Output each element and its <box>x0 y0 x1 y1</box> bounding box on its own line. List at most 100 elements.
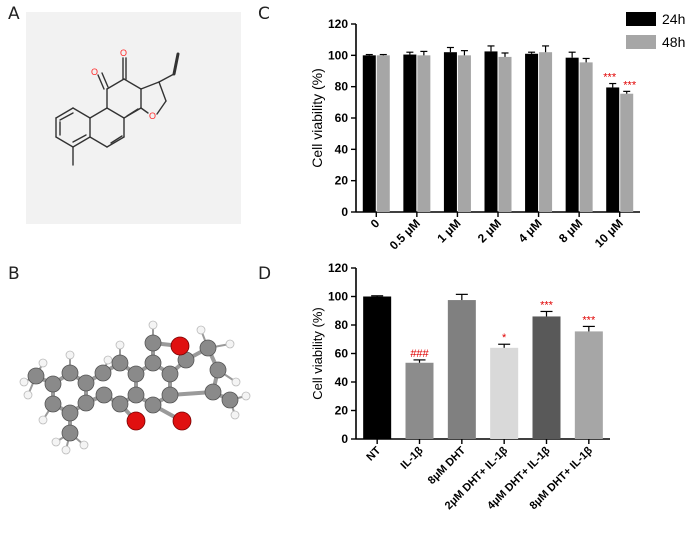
y-tick-label: 0 <box>341 432 348 446</box>
oxygen-atom-label: O <box>149 111 156 121</box>
x-tick-label: 0.5 μM <box>387 216 423 252</box>
bar-48h <box>579 62 593 213</box>
legend-swatch-48h <box>626 35 656 49</box>
x-tick-label: 1 μM <box>434 216 463 245</box>
bar-24h <box>403 54 417 212</box>
bar <box>363 296 392 439</box>
hydrogen-atom <box>61 445 71 455</box>
bar <box>532 316 561 439</box>
hydrogen-atom <box>38 358 48 368</box>
bar-24h <box>484 51 498 212</box>
panel-c-letter: C <box>258 4 270 24</box>
bar-48h <box>417 55 431 213</box>
y-tick-label: 20 <box>335 174 349 188</box>
legend-swatch-24h <box>626 12 656 26</box>
hydrogen-atom <box>241 391 251 401</box>
bar-24h <box>606 87 620 212</box>
carbon-atom <box>77 394 95 412</box>
carbon-atom <box>61 424 79 442</box>
oxygen-atom-label: O <box>91 67 98 77</box>
hydrogen-atom <box>231 377 241 387</box>
carbon-atom <box>161 386 179 404</box>
hydrogen-atom <box>225 339 235 349</box>
x-tick-label: 8μM DHT <box>426 444 468 486</box>
oxygen-atom <box>172 411 192 431</box>
y-tick-label: 0 <box>341 205 348 219</box>
carbon-atom <box>127 386 145 404</box>
y-axis-label: Cell viability (%) <box>310 307 325 399</box>
bar-48h <box>376 55 390 213</box>
significance-marker: * <box>502 332 507 344</box>
carbon-atom <box>161 365 179 383</box>
structure-2d-diagram: O O O <box>26 12 241 224</box>
x-tick-label: 4 μM <box>515 216 544 245</box>
panel-d-letter: D <box>258 264 272 284</box>
y-tick-label: 80 <box>335 318 349 332</box>
carbon-atom <box>27 367 45 385</box>
carbon-atom <box>44 395 62 413</box>
hydrogen-atom <box>65 350 75 360</box>
legend-label-24h: 24h <box>662 11 685 27</box>
bar <box>447 300 476 439</box>
structure-background <box>26 12 241 224</box>
y-tick-label: 60 <box>335 347 349 361</box>
x-tick-label: 0 <box>368 216 383 231</box>
hydrogen-atom <box>230 410 240 420</box>
carbon-atom <box>204 383 222 401</box>
carbon-atom <box>111 354 129 372</box>
bar <box>490 347 519 439</box>
carbon-atom <box>94 364 112 382</box>
hydrogen-atom <box>103 355 113 365</box>
x-tick-label: IL-1β <box>399 444 426 471</box>
y-tick-label: 40 <box>335 142 349 156</box>
y-tick-label: 20 <box>335 404 349 418</box>
bar-24h <box>565 57 579 212</box>
bar-24h <box>443 52 457 213</box>
hydrogen-atom <box>23 390 33 400</box>
carbon-atom <box>144 354 162 372</box>
bar-24h <box>362 55 376 213</box>
hydrogen-atom <box>148 320 158 330</box>
hydrogen-atom <box>19 377 29 387</box>
carbon-atom <box>209 361 227 379</box>
bar-24h <box>525 53 539 213</box>
significance-marker: *** <box>540 299 554 311</box>
bar-48h <box>457 55 471 213</box>
carbon-atom <box>95 386 113 404</box>
carbon-atom <box>44 375 62 393</box>
y-tick-label: 60 <box>335 111 349 125</box>
bar-48h <box>498 56 512 213</box>
x-tick-label: 8 μM <box>556 216 585 245</box>
structure-bonds <box>55 52 180 166</box>
y-tick-label: 100 <box>328 290 348 304</box>
y-tick-label: 120 <box>328 17 348 31</box>
y-tick-label: 100 <box>328 48 348 62</box>
carbon-atom <box>61 404 79 422</box>
hydrogen-atom <box>79 440 89 450</box>
y-axis-label: Cell viability (%) <box>309 68 325 168</box>
bar <box>574 331 603 439</box>
significance-marker: ### <box>410 348 429 360</box>
carbon-atom <box>221 391 239 409</box>
carbon-atom <box>61 364 79 382</box>
significance-marker: *** <box>603 72 617 84</box>
panel-a-letter: A <box>8 4 20 24</box>
bar-48h <box>620 93 634 212</box>
y-tick-label: 120 <box>328 261 348 275</box>
hydrogen-atom <box>196 325 206 335</box>
hydrogen-atom <box>115 340 125 350</box>
y-tick-label: 40 <box>335 375 349 389</box>
x-tick-label: 2 μM <box>475 216 504 245</box>
bar <box>405 362 434 439</box>
ball-and-stick-model <box>19 320 251 455</box>
carbon-atom <box>127 365 145 383</box>
hydrogen-atom <box>51 437 61 447</box>
hydrogen-atom <box>38 415 48 425</box>
legend-label-48h: 48h <box>662 34 685 50</box>
carbon-atom <box>144 396 162 414</box>
carbon-atom <box>77 374 95 392</box>
carbon-atom <box>111 395 129 413</box>
